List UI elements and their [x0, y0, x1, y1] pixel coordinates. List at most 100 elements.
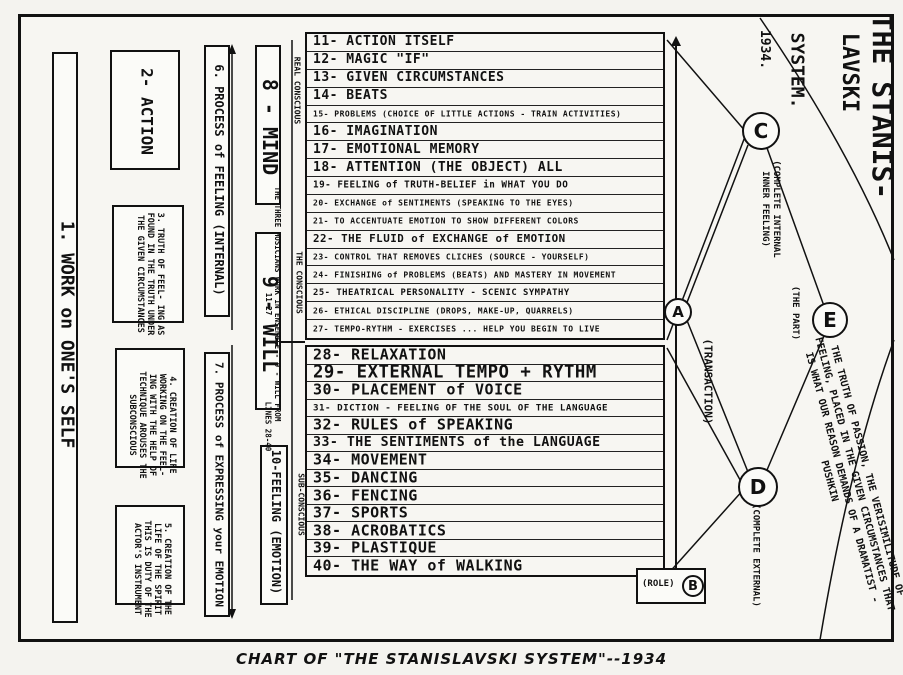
list-item: 17- EMOTIONAL MEMORY	[307, 141, 663, 160]
process-feeling-label: 6. PROCESS of FEELING (INTERNAL)	[212, 64, 226, 296]
list-item-text: 26- ETHICAL DISCIPLINE (DROPS, MAKE-UP, …	[313, 305, 574, 315]
list-item-text: 25- THEATRICAL PERSONALITY - SCENIC SYMP…	[313, 287, 570, 298]
will-note: THE CONSCIOUS	[294, 251, 304, 314]
list-item-text: 35- DANCING	[313, 469, 418, 487]
list-item: 15- PROBLEMS (CHOICE OF LITTLE ACTIONS -…	[307, 106, 663, 124]
list-item: 39- PLASTIQUE	[307, 540, 663, 558]
node-d-label: (COMPLETE EXTERNAL)	[750, 504, 761, 607]
list-item: 30- PLACEMENT of VOICE	[307, 382, 663, 400]
list-item-text: 23- CONTROL THAT REMOVES CLICHES (SOURCE…	[313, 252, 590, 262]
list-item: 40- THE WAY of WALKING	[307, 557, 663, 575]
lines-note: LINES 28-40	[263, 401, 273, 452]
node-b: B	[682, 575, 704, 597]
list-item-text: 12- MAGIC "IF"	[313, 52, 430, 68]
list-item-text: 24- FINISHING of PROBLEMS (BEATS) AND MA…	[313, 270, 617, 280]
list-item-text: 36- FENCING	[313, 487, 418, 505]
creation-subconscious-box: 4. CREATION OF LIFE WORKING ON THE FEEL-…	[115, 348, 185, 479]
mind-label: 8 - MIND	[258, 78, 282, 176]
list-item: 33- THE SENTIMENTS of the LANGUAGE	[307, 435, 663, 453]
list-item: 36- FENCING	[307, 487, 663, 505]
feeling-box: 10-FEELING (EMOTION)	[260, 445, 288, 605]
node-e-letter: E	[823, 308, 837, 332]
list-item-text: 20- EXCHANGE of SENTIMENTS (SPEAKING TO …	[313, 198, 574, 208]
list-item-text: 27- TEMPO-RYTHM - EXERCISES ... HELP YOU…	[313, 324, 601, 334]
list-item-text: 33- THE SENTIMENTS of the LANGUAGE	[313, 435, 601, 451]
list-item: 35- DANCING	[307, 470, 663, 488]
list-item-text: 32- RULES of SPEAKING	[313, 417, 514, 435]
list-item-text: 16- IMAGINATION	[313, 124, 438, 140]
list-item: 21- TO ACCENTUATE EMOTION TO SHOW DIFFER…	[307, 213, 663, 231]
node-b-letter: B	[688, 578, 698, 594]
list-item: 26- ETHICAL DISCIPLINE (DROPS, MAKE-UP, …	[307, 302, 663, 320]
list-item-text: 21- TO ACCENTUATE EMOTION TO SHOW DIFFER…	[313, 216, 579, 226]
list-item: 37- SPORTS	[307, 505, 663, 523]
mind-note: REAL CONSCIOUS	[292, 56, 302, 125]
list-item: 31- DICTION - FEELING OF THE SOUL OF THE…	[307, 400, 663, 418]
musicians-note: THE THREE MUSICIANS WORK IN ENSEMBLE - 9…	[264, 186, 282, 422]
list-item: 34- MOVEMENT	[307, 452, 663, 470]
list-item: 19- FEELING of TRUTH-BELIEF in WHAT YOU …	[307, 177, 663, 195]
list-item: 13- GIVEN CIRCUMSTANCES	[307, 70, 663, 88]
process-expressing-box: 7. PROCESS of EXPRESSING your EMOTION	[204, 352, 230, 617]
list-item-text: 11- ACTION ITSELF	[313, 34, 455, 50]
title-line1: THE STANIS-	[866, 13, 900, 200]
node-a-label: (TRANSACTION)	[701, 338, 715, 425]
list-item: 24- FINISHING of PROBLEMS (BEATS) AND MA…	[307, 266, 663, 285]
list-item: 18- ATTENTION (THE OBJECT) ALL	[307, 159, 663, 177]
list-item: 23- CONTROL THAT REMOVES CLICHES (SOURCE…	[307, 249, 663, 267]
list-item: 16- IMAGINATION	[307, 123, 663, 142]
node-c-letter: C	[753, 119, 769, 143]
title-line2: LAVSKI	[837, 32, 863, 113]
list-item: 38- ACROBATICS	[307, 522, 663, 540]
list-item: 29- EXTERNAL TEMPO + RYTHM	[307, 365, 663, 383]
chart-caption: CHART OF "THE STANISLAVSKI SYSTEM"--1934	[235, 650, 668, 668]
list-item-text: 40- THE WAY of WALKING	[313, 557, 523, 575]
work-on-self-label: 1. WORK on ONE'S SELF	[56, 220, 78, 449]
list-item: 25- THEATRICAL PERSONALITY - SCENIC SYMP…	[307, 284, 663, 303]
list-item-text: 22- THE FLUID of EXCHANGE of EMOTION	[313, 232, 566, 246]
truth-of-feeling-box: 3. TRUTH OF FEEL- ING AS FOUND IN THE TR…	[112, 205, 184, 335]
list-item-text: 30- PLACEMENT of VOICE	[313, 382, 523, 399]
action-label: 2- ACTION	[137, 68, 157, 155]
list-item-text: 15- PROBLEMS (CHOICE OF LITTLE ACTIONS -…	[313, 109, 622, 119]
list-item-text: 19- FEELING of TRUTH-BELIEF in WHAT YOU …	[313, 179, 569, 191]
list-item-text: 29- EXTERNAL TEMPO + RYTHM	[313, 364, 597, 383]
role-box: B (ROLE)	[636, 568, 706, 604]
list-item-text: 13- GIVEN CIRCUMSTANCES	[313, 70, 505, 86]
node-a: A	[664, 298, 692, 326]
list-item: 32- RULES of SPEAKING	[307, 417, 663, 435]
feeling-label: 10-FEELING (EMOTION)	[269, 449, 283, 595]
list-item-text: 17- EMOTIONAL MEMORY	[313, 141, 480, 157]
node-a-letter: A	[672, 303, 684, 321]
list-item: 11- ACTION ITSELF	[307, 34, 663, 52]
title-year: 1934.	[757, 29, 773, 70]
creation-spirit-text: 5. CREATION OF THE LIFE OF THE SPIRIT TH…	[132, 520, 172, 618]
list-item-text: 28- RELAXATION	[313, 347, 447, 364]
node-d: D	[738, 467, 778, 507]
list-item-text: 31- DICTION - FEELING OF THE SOUL OF THE…	[313, 402, 609, 414]
list-item-text: 37- SPORTS	[313, 504, 409, 522]
list-item: 20- EXCHANGE of SENTIMENTS (SPEAKING TO …	[307, 195, 663, 213]
process-expressing-label: 7. PROCESS of EXPRESSING your EMOTION	[212, 361, 226, 608]
process-feeling-box: 6. PROCESS of FEELING (INTERNAL)	[204, 45, 230, 317]
list-item-text: 39- PLASTIQUE	[313, 539, 437, 557]
action-box: 2- ACTION	[110, 50, 180, 170]
title-line3: SYSTEM.	[786, 32, 808, 109]
creation-subconscious-text: 4. CREATION OF LIFE WORKING ON THE FEEL-…	[127, 371, 177, 479]
node-c-label: (COMPLETE INTERNAL INNER FEELING)	[760, 160, 781, 258]
list-item-text: 34- MOVEMENT	[313, 452, 428, 470]
list-item: 22- THE FLUID of EXCHANGE of EMOTION	[307, 231, 663, 249]
node-b-label: (ROLE)	[642, 579, 675, 589]
list-item-text: 14- BEATS	[313, 88, 388, 104]
list-item: 28- RELAXATION	[307, 347, 663, 365]
mind-box: 8 - MIND	[255, 45, 282, 205]
work-on-self-box: 1. WORK on ONE'S SELF	[52, 52, 78, 623]
node-e: E	[812, 302, 848, 338]
list-item: 12- MAGIC "IF"	[307, 52, 663, 70]
list-item-text: 18- ATTENTION (THE OBJECT) ALL	[313, 159, 563, 175]
will-box: 9 - WILL	[255, 232, 282, 410]
truth-of-feeling-text: 3. TRUTH OF FEEL- ING AS FOUND IN THE TR…	[135, 212, 165, 336]
list-item-text: 38- ACROBATICS	[313, 522, 447, 540]
